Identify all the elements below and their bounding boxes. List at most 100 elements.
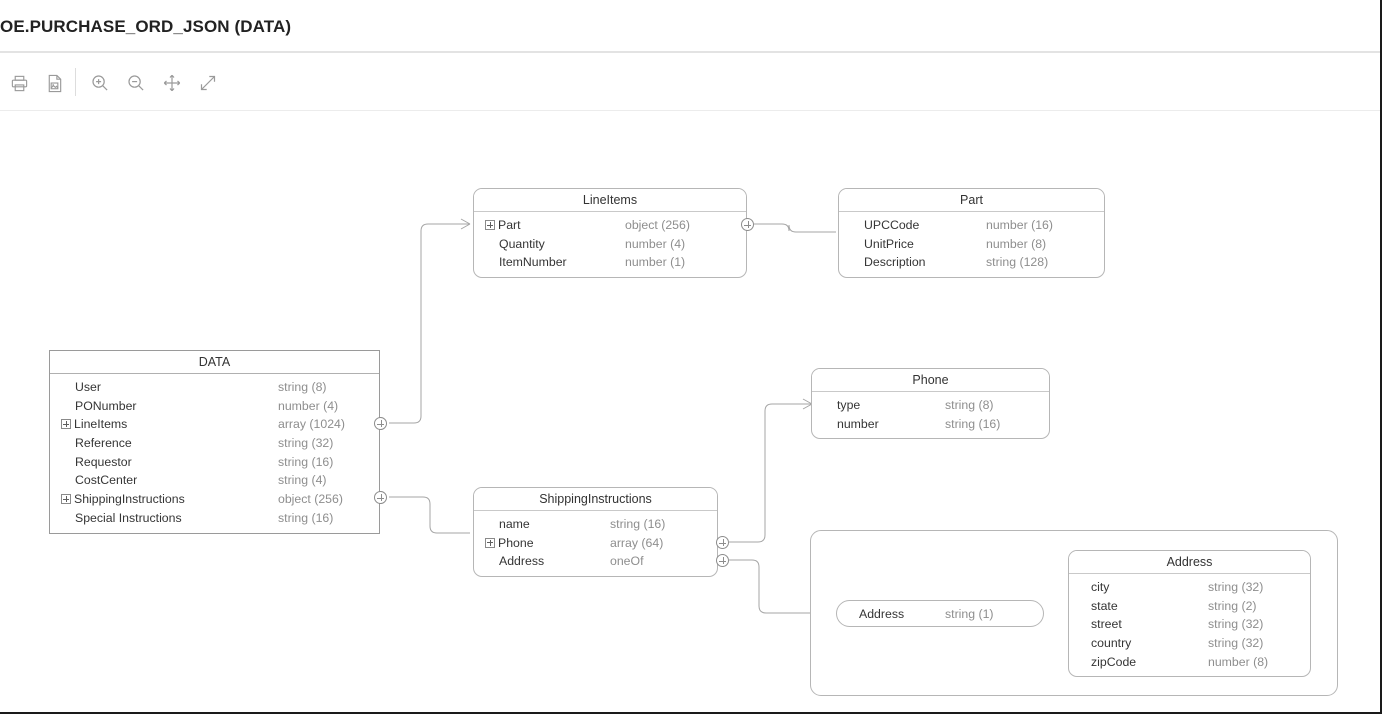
- field-row[interactable]: LineItems array (1024): [50, 415, 379, 434]
- field-type: object (256): [278, 492, 343, 507]
- field-row[interactable]: number string (16): [812, 415, 1049, 434]
- entity-title: Part: [839, 189, 1104, 212]
- connector-plug-address[interactable]: [716, 554, 729, 567]
- field-row[interactable]: CostCenter string (4): [50, 471, 379, 490]
- field-name: Description: [864, 255, 926, 270]
- save-image-button[interactable]: [41, 70, 67, 96]
- connector-plug-part[interactable]: [741, 218, 754, 231]
- field-type: string (4): [278, 473, 327, 488]
- field-row[interactable]: ItemNumber number (1): [474, 253, 746, 272]
- field-type: string (8): [278, 380, 327, 394]
- pan-icon: [162, 73, 182, 93]
- field-name: Phone: [498, 535, 534, 550]
- field-row[interactable]: type string (8): [812, 396, 1049, 415]
- field-row[interactable]: User string (8): [50, 378, 379, 397]
- toolbar: [0, 55, 1380, 111]
- field-type: array (1024): [278, 417, 345, 432]
- expand-icon[interactable]: [61, 419, 71, 430]
- zoom-out-button[interactable]: [123, 70, 149, 96]
- field-row[interactable]: Address oneOf: [474, 552, 717, 571]
- diagram-canvas[interactable]: DATA User string (8) PONumber number (4)…: [0, 112, 1380, 712]
- field-name: Part: [498, 218, 521, 232]
- field-name: Requestor: [75, 454, 132, 469]
- field-row[interactable]: city string (32): [1069, 578, 1310, 597]
- field-row[interactable]: zipCode number (8): [1069, 653, 1310, 672]
- field-type: string (128): [986, 255, 1049, 270]
- field-type: number (4): [278, 398, 339, 413]
- zoom-in-button[interactable]: [87, 70, 113, 96]
- field-name: UnitPrice: [864, 236, 914, 251]
- pan-button[interactable]: [159, 70, 185, 96]
- entity-lineitems[interactable]: LineItems Part object (256) Quantity num…: [473, 188, 747, 279]
- field-type: string (16): [278, 510, 334, 525]
- field-name: PONumber: [75, 398, 137, 413]
- entity-part[interactable]: Part UPCCode number (16) UnitPrice numbe…: [838, 188, 1105, 279]
- field-row[interactable]: Reference string (32): [50, 434, 379, 453]
- field-type: string (32): [1208, 617, 1264, 632]
- entity-fields: type string (8) number string (16): [812, 392, 1049, 438]
- zoom-in-icon: [90, 73, 110, 93]
- field-row[interactable]: Phone array (64): [474, 534, 717, 553]
- field-row[interactable]: street string (32): [1069, 615, 1310, 634]
- connector-plug-phone[interactable]: [716, 536, 729, 549]
- title-bar: OE.PURCHASE_ORD_JSON (DATA): [0, 0, 1380, 53]
- field-row[interactable]: PONumber number (4): [50, 397, 379, 416]
- field-type: number (16): [986, 218, 1053, 232]
- expand-icon[interactable]: [485, 220, 495, 230]
- field-name: User: [75, 380, 101, 394]
- field-type: string (16): [945, 416, 1001, 431]
- field-type: string (32): [1208, 636, 1264, 651]
- entity-title: Address: [1069, 551, 1310, 574]
- field-row[interactable]: Quantity number (4): [474, 235, 746, 254]
- field-row[interactable]: Special Instructions string (16): [50, 509, 379, 528]
- expand-icon[interactable]: [61, 494, 71, 505]
- field-name: CostCenter: [75, 473, 138, 488]
- connector-plug-shippinginstructions[interactable]: [374, 491, 387, 504]
- entity-address[interactable]: Address city string (32) state string (2…: [1068, 550, 1311, 678]
- field-row[interactable]: ShippingInstructions object (256): [50, 490, 379, 509]
- field-name: city: [1091, 580, 1110, 594]
- print-button[interactable]: [6, 70, 32, 96]
- entity-shippinginstructions[interactable]: ShippingInstructions name string (16) Ph…: [473, 487, 718, 578]
- field-type: array (64): [610, 535, 664, 550]
- field-row[interactable]: UnitPrice number (8): [839, 235, 1104, 254]
- field-row[interactable]: name string (16): [474, 515, 717, 534]
- field-type: string (32): [1208, 580, 1264, 594]
- field-row[interactable]: Part object (256): [474, 216, 746, 235]
- field-row[interactable]: state string (2): [1069, 597, 1310, 616]
- field-name: Special Instructions: [75, 510, 182, 525]
- field-row[interactable]: Description string (128): [839, 253, 1104, 272]
- field-name: type: [837, 398, 861, 412]
- expand-icon[interactable]: [485, 537, 495, 548]
- field-name: UPCCode: [864, 218, 920, 232]
- field-name: LineItems: [74, 417, 128, 432]
- fit-screen-button[interactable]: [195, 70, 221, 96]
- entity-title: DATA: [50, 351, 379, 374]
- field-type: string (8): [945, 398, 994, 412]
- zoom-out-icon: [126, 73, 146, 93]
- entity-title: LineItems: [474, 189, 746, 212]
- entity-phone[interactable]: Phone type string (8) number string (16): [811, 368, 1050, 440]
- entity-fields: Part object (256) Quantity number (4) It…: [474, 212, 746, 277]
- field-type: number (8): [986, 236, 1047, 251]
- entity-title: ShippingInstructions: [474, 488, 717, 511]
- print-icon: [10, 74, 29, 93]
- field-name: name: [499, 517, 530, 531]
- field-name: street: [1091, 617, 1122, 632]
- entity-fields: city string (32) state string (2) street…: [1069, 574, 1310, 676]
- entity-fields: UPCCode number (16) UnitPrice number (8)…: [839, 212, 1104, 277]
- field-row[interactable]: UPCCode number (16): [839, 216, 1104, 235]
- save-image-icon: [45, 74, 64, 93]
- field-type: number (1): [625, 255, 686, 270]
- field-name: Quantity: [499, 236, 545, 251]
- field-row[interactable]: country string (32): [1069, 634, 1310, 653]
- field-type: string (16): [278, 454, 334, 469]
- field-type: number (8): [1208, 654, 1269, 669]
- entity-data[interactable]: DATA User string (8) PONumber number (4)…: [49, 350, 380, 534]
- oneof-option-address-pill[interactable]: Address string (1): [836, 600, 1044, 627]
- page-title: OE.PURCHASE_ORD_JSON (DATA): [0, 17, 292, 36]
- connector-plug-lineitems[interactable]: [374, 417, 387, 430]
- field-name: Address: [499, 554, 545, 569]
- field-row[interactable]: Requestor string (16): [50, 453, 379, 472]
